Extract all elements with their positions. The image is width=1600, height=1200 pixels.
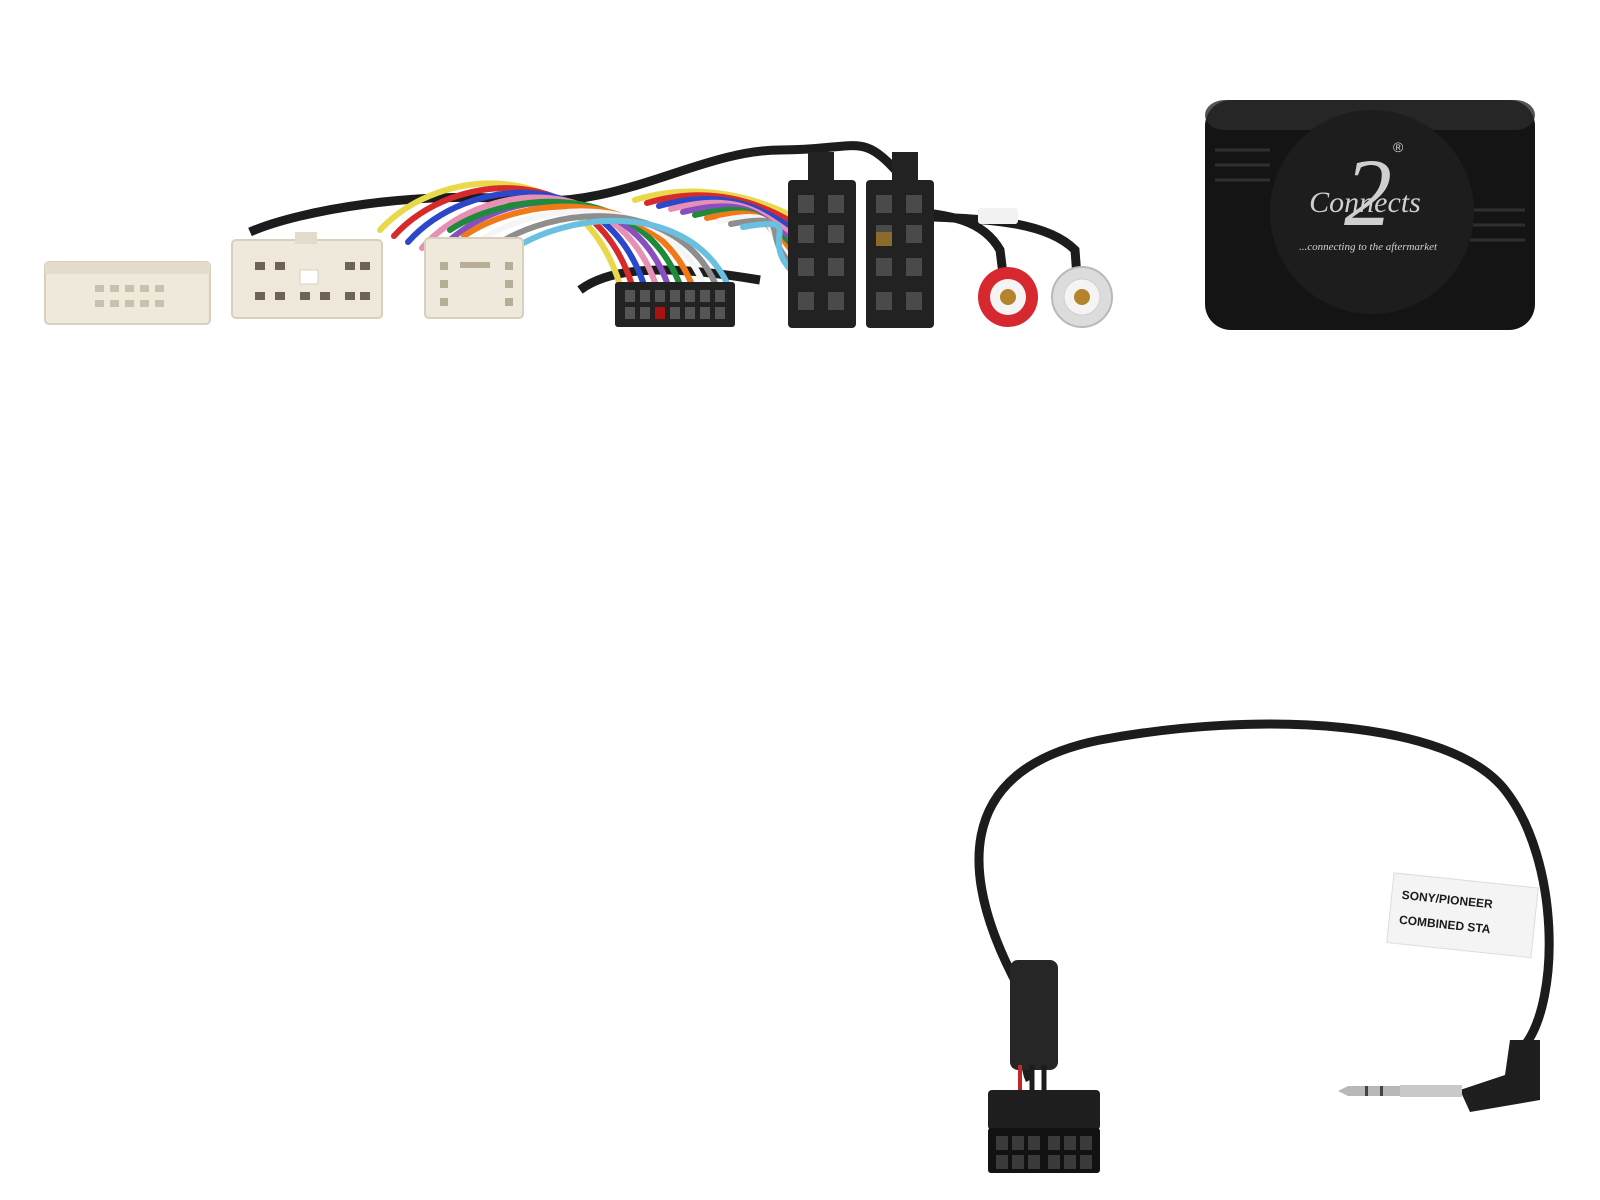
patch-lead-label: SONY/PIONEER COMBINED STA xyxy=(1386,872,1539,959)
colored-wire-bundle xyxy=(377,180,793,288)
wire-7 xyxy=(461,203,695,288)
registered-mark: ® xyxy=(1393,139,1404,155)
wire-9 xyxy=(489,213,719,288)
wire-6 xyxy=(447,198,683,288)
iso-connector-right xyxy=(866,152,934,328)
iso-connector-left xyxy=(788,152,856,328)
rca-connector-red xyxy=(978,267,1038,327)
wire-3 xyxy=(405,189,647,288)
white-connector-small xyxy=(424,237,524,319)
connects2-logo: 2 Connects ® ...connecting to the afterm… xyxy=(1299,139,1438,253)
wire-8 xyxy=(475,208,707,288)
logo-tagline: ...connecting to the aftermarket xyxy=(1299,241,1438,253)
wire-4 xyxy=(419,194,659,288)
molex-12pin-connector xyxy=(988,1090,1100,1173)
white-connector-medium xyxy=(231,232,383,319)
jack-plug-3-5mm xyxy=(1338,1040,1540,1112)
black-16pin-connector xyxy=(615,282,735,327)
steering-patch-lead: SONY/PIONEER COMBINED STA xyxy=(974,719,1554,1173)
white-connector-large xyxy=(44,261,211,325)
patch-lead-wires xyxy=(1010,960,1058,1100)
logo-brand: Connects xyxy=(1309,186,1421,219)
rca-connector-white xyxy=(1051,266,1113,328)
logo-numeral: 2 xyxy=(1344,139,1392,246)
interface-module: 2 Connects ® ...connecting to the afterm… xyxy=(1205,100,1535,330)
wire-10 xyxy=(503,217,731,288)
wire-2 xyxy=(391,185,635,288)
wiring-harness xyxy=(44,141,1113,328)
wire-iso-10 xyxy=(740,221,793,272)
wire-1 xyxy=(377,180,623,288)
